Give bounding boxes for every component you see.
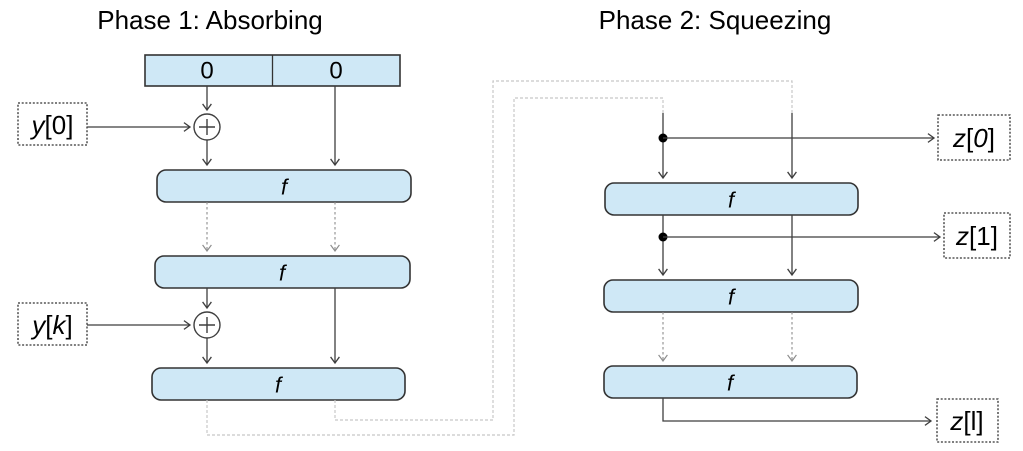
output-z0: z[0]	[937, 114, 1011, 161]
f-box-squeeze-2-rect	[603, 279, 859, 313]
f-box-absorb-2-label: f	[279, 261, 288, 286]
f-box-absorb-2-rect	[154, 255, 411, 289]
output-zl-label: z[l]	[949, 406, 983, 436]
arrow-to-zl	[662, 398, 933, 426]
feedback-path-rate	[206, 97, 664, 436]
f-box-absorb-3-label: f	[275, 373, 284, 398]
f-box-squeeze-3: f	[603, 365, 858, 399]
output-zl-box	[936, 398, 999, 443]
output-z1-label: z[1]	[955, 221, 998, 251]
input-y0-label: y[0]	[30, 110, 74, 140]
input-yk-label: y[k]	[30, 310, 72, 340]
f-box-absorb-2: f	[154, 255, 411, 289]
f-box-squeeze-3-label: f	[727, 371, 736, 396]
xor2-icon	[193, 311, 221, 339]
f-box-squeeze-1-label: f	[728, 188, 737, 213]
f-box-squeeze-1-rect	[604, 182, 859, 216]
f-box-absorb-1: f	[156, 169, 412, 203]
output-z1-box	[943, 212, 1011, 259]
state-cell-capacity-value: 0	[329, 58, 342, 85]
f-box-squeeze-2-label: f	[728, 285, 737, 310]
output-z0-label: z[0]	[952, 123, 995, 153]
xor1-plus	[199, 119, 215, 135]
output-z0-box	[937, 114, 1011, 161]
f-box-absorb-3-rect	[151, 367, 406, 401]
input-y0-box	[17, 102, 88, 146]
input-y0: y[0]	[17, 102, 88, 146]
phase1-title: Phase 1: Absorbing	[97, 5, 323, 35]
feedback-path-capacity	[334, 80, 793, 421]
input-yk: y[k]	[17, 302, 88, 346]
output-zl: z[l]	[936, 398, 999, 443]
xor2-plus	[199, 317, 215, 333]
f-box-absorb-1-rect	[156, 169, 412, 203]
input-yk-box	[17, 302, 88, 346]
f-box-squeeze-3-rect	[603, 365, 858, 399]
f-box-absorb-1-label: f	[281, 175, 290, 200]
f-box-squeeze-1: f	[604, 182, 859, 216]
f-box-absorb-3: f	[151, 367, 406, 401]
phase2-title: Phase 2: Squeezing	[599, 5, 832, 35]
f-box-squeeze-2: f	[603, 279, 859, 313]
state-cell-rate-value: 0	[200, 58, 213, 85]
output-z1: z[1]	[943, 212, 1011, 259]
xor1-icon	[193, 113, 221, 141]
initial-state-register: 0 0	[144, 54, 401, 87]
